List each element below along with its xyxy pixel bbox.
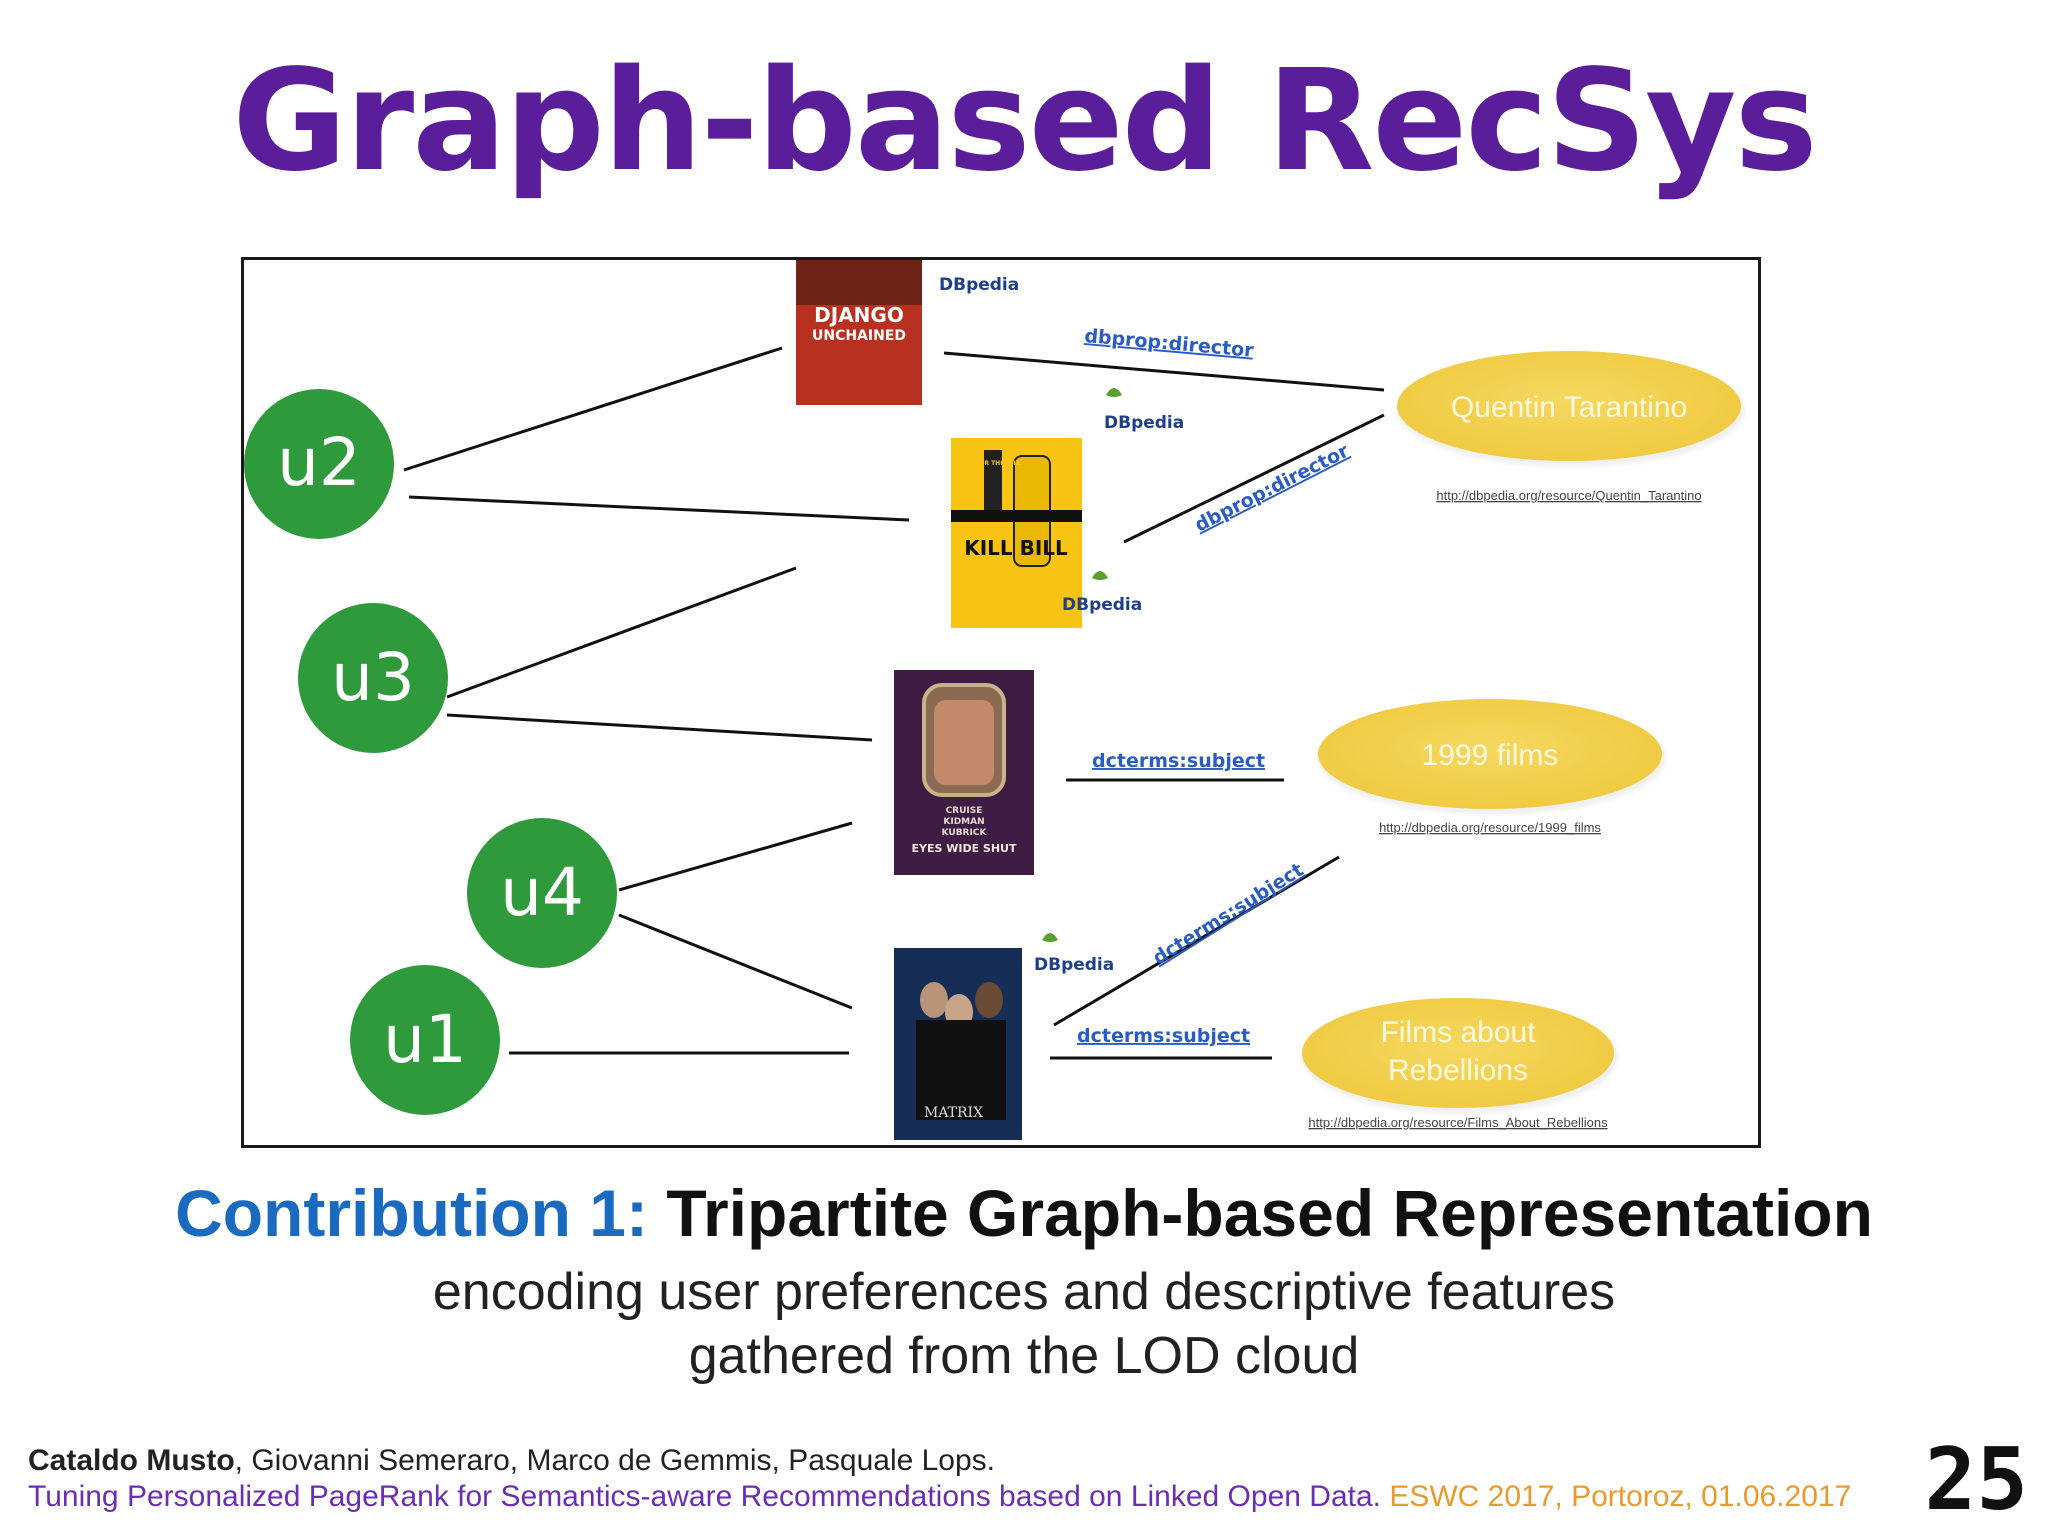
property-label-subject-3: dcterms:subject <box>1077 1025 1250 1047</box>
user-node-u3: u3 <box>298 603 448 753</box>
edge-u3-eyeswideshut <box>446 713 873 742</box>
footer-paper-title: Tuning Personalized PageRank for Semanti… <box>28 1480 1381 1513</box>
property-label-director-1: dbprop:director <box>1084 325 1255 362</box>
edge-matrix-1999 <box>1053 855 1340 1027</box>
footer-citation: Tuning Personalized PageRank for Semanti… <box>28 1480 1851 1514</box>
poster-matrix: MATRIX <box>894 948 1022 1140</box>
footer-authors: Cataldo Musto, Giovanni Semeraro, Marco … <box>28 1444 995 1478</box>
dbpedia-leaf-icon <box>1092 571 1108 580</box>
poster-matrix-title: MATRIX <box>924 1105 983 1121</box>
entity-uri-3: http://dbpedia.org/resource/Films_About_… <box>1308 1115 1608 1130</box>
poster-killbill: KILL BILL GO FOR THE KILL <box>951 438 1082 628</box>
dbpedia-leaf-icon <box>1042 933 1058 942</box>
user-movie-edges <box>403 346 910 1055</box>
dbpedia-logo-2-text: DBpedia <box>1104 413 1184 433</box>
contribution-subtitle-line-2: gathered from the LOD cloud <box>688 1327 1360 1385</box>
user-node-u4: u4 <box>467 818 617 968</box>
dbpedia-logo-2: DBpedia <box>1104 388 1184 433</box>
poster-killbill-title: KILL BILL <box>964 536 1068 560</box>
poster-killbill-tagline: GO FOR THE KILL <box>963 460 1021 467</box>
dbpedia-logo-1: DBpedia <box>939 275 1019 295</box>
movie-entity-edges <box>943 351 1385 1060</box>
contribution-subtitle-line-1: encoding user preferences and descriptiv… <box>432 1263 1616 1321</box>
property-label-subject-1: dcterms:subject <box>1092 750 1265 772</box>
poster-eyes-credit-1: CRUISE <box>946 806 983 816</box>
entity-uri-2: http://dbpedia.org/resource/1999_films <box>1379 820 1601 835</box>
edge-killbill-tarantino <box>1123 413 1385 544</box>
property-label-director-2: dbprop:director <box>1191 440 1353 537</box>
dbpedia-logo-3: DBpedia <box>1062 571 1142 615</box>
slide-title: Graph-based RecSys <box>232 40 1818 203</box>
property-labels: dbprop:director dbprop:director dcterms:… <box>1077 325 1353 1047</box>
user-label-u2: u2 <box>277 424 361 501</box>
edge-u4-matrix <box>618 913 853 1010</box>
edge-u3-killbill <box>446 566 797 699</box>
entity-uri-1: http://dbpedia.org/resource/Quentin_Tara… <box>1436 488 1701 503</box>
contribution-title: Tripartite Graph-based Representation <box>666 1176 1873 1250</box>
edge-u2-killbill <box>408 495 910 522</box>
entity-label-3a: Films about <box>1380 1016 1536 1049</box>
entity-node-2-ellipse <box>1318 699 1662 809</box>
dbpedia-logo-4: DBpedia <box>1034 933 1114 975</box>
edge-django-tarantino <box>943 351 1385 392</box>
dbpedia-leaf-icon <box>1106 388 1122 397</box>
property-label-subject-2: dcterms:subject <box>1149 859 1307 969</box>
page-number: 25 <box>1924 1430 2028 1530</box>
user-node-u4-circle <box>467 818 617 968</box>
dbpedia-logos: DBpedia DBpedia DBpedia DBpedia <box>939 275 1184 975</box>
user-label-u3: u3 <box>331 639 415 716</box>
entity-node-1999-films: 1999 films http://dbpedia.org/resource/1… <box>1318 699 1666 835</box>
footer-other-authors: , Giovanni Semeraro, Marco de Gemmis, Pa… <box>234 1444 996 1477</box>
user-label-u4: u4 <box>500 854 584 931</box>
tripartite-graph-diagram: u2 u3 u4 u1 DJANGO UNCHAINED KILL BILL <box>241 257 1761 1148</box>
user-node-u1: u1 <box>350 965 500 1115</box>
entity-node-1-ellipse <box>1397 351 1741 461</box>
entity-label-1: Quentin Tarantino <box>1451 391 1687 424</box>
user-node-u2: u2 <box>244 389 394 539</box>
user-label-u1: u1 <box>383 1001 467 1078</box>
entity-label-2: 1999 films <box>1422 739 1559 772</box>
user-node-u3-circle <box>298 603 448 753</box>
dbpedia-logo-3-text: DBpedia <box>1062 595 1142 615</box>
contribution-heading: Contribution 1: Tripartite Graph-based R… <box>0 1180 2048 1246</box>
entity-node-quentin-tarantino: Quentin Tarantino http://dbpedia.org/res… <box>1397 351 1745 503</box>
poster-eyes-title: EYES WIDE SHUT <box>911 842 1017 855</box>
graph-canvas: u2 u3 u4 u1 DJANGO UNCHAINED KILL BILL <box>244 260 1745 1140</box>
edge-u2-django <box>403 346 783 472</box>
poster-django-title-1: DJANGO <box>814 303 904 327</box>
user-node-u1-circle <box>350 965 500 1115</box>
poster-eyeswideshut: CRUISE KIDMAN KUBRICK EYES WIDE SHUT <box>894 670 1034 875</box>
entity-node-3-ellipse <box>1302 998 1614 1108</box>
entity-label-3b: Rebellions <box>1388 1054 1528 1087</box>
dbpedia-logo-1-text: DBpedia <box>939 275 1019 295</box>
dbpedia-logo-4-text: DBpedia <box>1034 955 1114 975</box>
entity-node-films-about-rebellions: Films about Rebellions http://dbpedia.or… <box>1302 998 1618 1130</box>
poster-eyes-credit-2: KIDMAN <box>943 817 984 827</box>
poster-django-title-2: UNCHAINED <box>812 328 906 344</box>
footer-venue: ESWC 2017, Portoroz, 01.06.2017 <box>1389 1480 1852 1513</box>
user-node-u2-circle <box>244 389 394 539</box>
footer-first-author: Cataldo Musto <box>28 1444 235 1477</box>
poster-django: DJANGO UNCHAINED <box>796 260 922 405</box>
contribution-lead: Contribution 1: <box>175 1176 648 1250</box>
poster-eyes-credit-3: KUBRICK <box>942 828 988 838</box>
edge-u4-eyeswideshut <box>618 821 853 892</box>
